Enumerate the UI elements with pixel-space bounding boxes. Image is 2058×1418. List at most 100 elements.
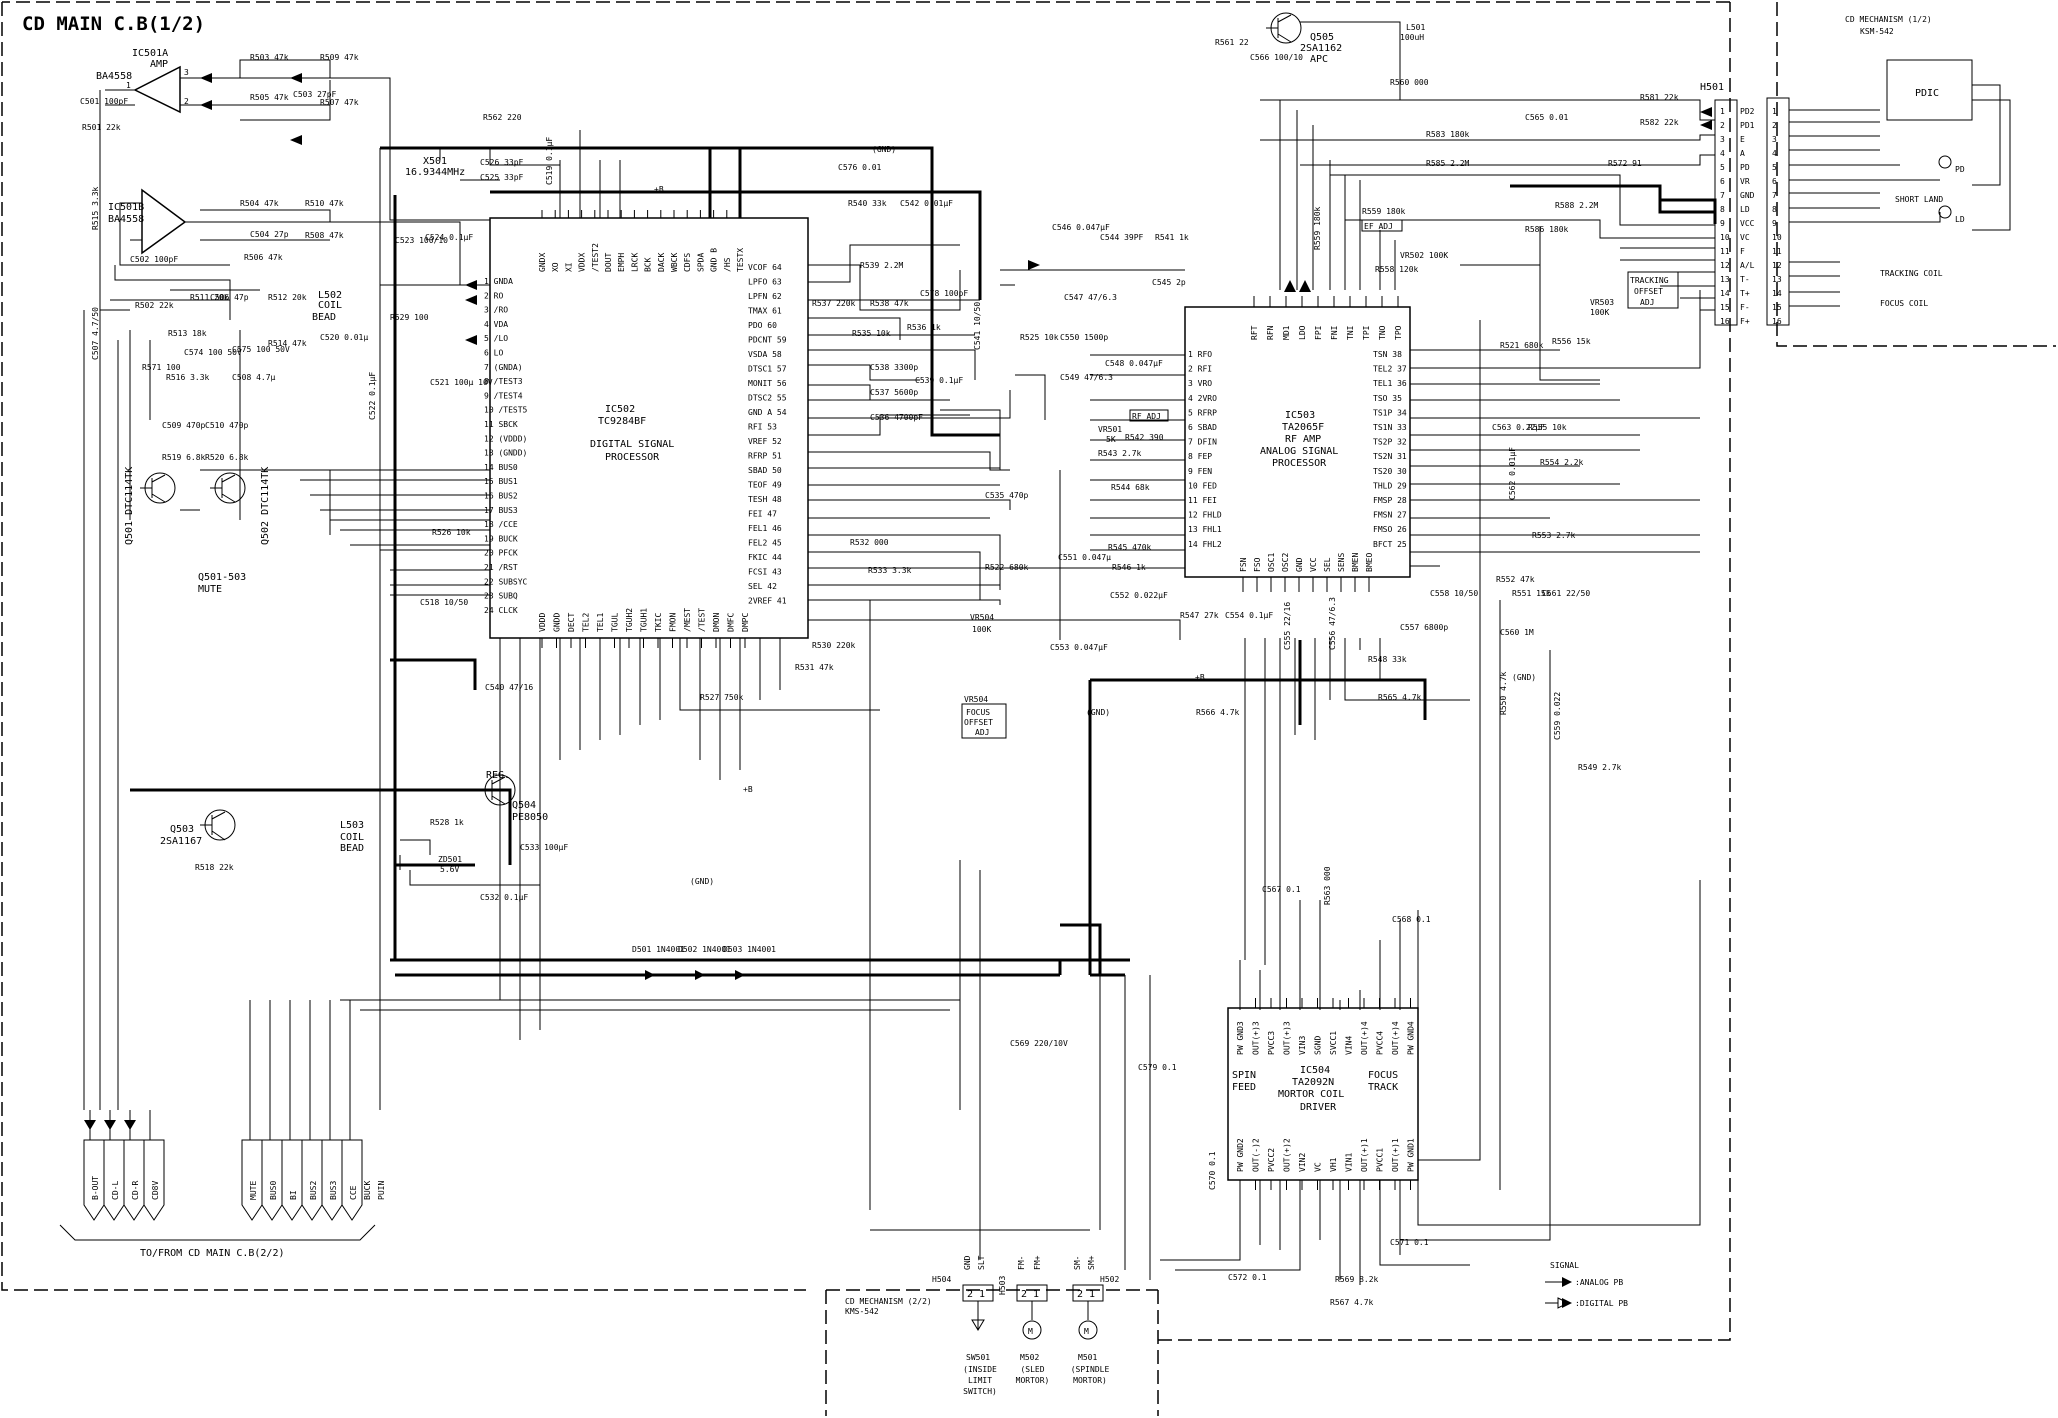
svg-text:D501 1N4001: D501 1N4001 [632, 945, 685, 954]
pin-label: PD1 [1740, 121, 1755, 130]
pin-label: LPFO 63 [748, 278, 782, 287]
svg-text:C566 100/10: C566 100/10 [1250, 53, 1303, 62]
x501-ref: X501 [423, 156, 447, 167]
pin-number: 14 [1720, 289, 1730, 298]
pin-label: THLD 29 [1373, 481, 1407, 490]
pin-label: SBAD 50 [748, 466, 782, 475]
pin-label: SENS [1337, 553, 1346, 572]
svg-text:PD: PD [1955, 165, 1965, 174]
pin-label: 13 FHL1 [1188, 525, 1222, 534]
ic503-ref: IC503 [1285, 410, 1315, 421]
pin-label: VIN3 [1298, 1036, 1307, 1055]
svg-text:BEAD: BEAD [340, 843, 364, 854]
ic502-ref: IC502 [605, 404, 635, 415]
pin-label: PW GND2 [1236, 1138, 1245, 1172]
ic501a-func: AMP [150, 59, 168, 70]
pin-label: A/L [1740, 261, 1755, 270]
svg-text:(GND): (GND) [1086, 708, 1110, 717]
pin-number: 6 [1720, 177, 1725, 186]
svg-text:R585 2.2M: R585 2.2M [1426, 159, 1470, 168]
ic503-desc3: PROCESSOR [1272, 458, 1327, 469]
svg-text:(GND): (GND) [690, 877, 714, 886]
pin-label: PW GND4 [1407, 1021, 1416, 1055]
q502: Q502 DTC114TK [210, 467, 271, 545]
q501: Q501 DTC114TK [124, 467, 176, 545]
pin-label: OUT(+)2 [1283, 1138, 1292, 1172]
pin-label: OSC2 [1281, 553, 1290, 572]
svg-text:SLT: SLT [977, 1255, 986, 1270]
svg-text:Q502 DTC114TK: Q502 DTC114TK [260, 467, 271, 545]
svg-text:C574 100 50V: C574 100 50V [184, 348, 242, 357]
svg-text:FOCUS: FOCUS [966, 708, 990, 717]
ic504-focus: FOCUS [1368, 1070, 1398, 1081]
pin-label: TEOF 49 [748, 481, 782, 490]
svg-text:CD MECHANISM (1/2): CD MECHANISM (1/2) [1845, 15, 1932, 24]
pin-label: TEL1 [596, 613, 605, 632]
svg-text:LD: LD [1955, 215, 1965, 224]
pin-label: XO [551, 262, 560, 272]
svg-text:CD8V: CD8V [151, 1181, 160, 1200]
ic504-desc2: DRIVER [1300, 1102, 1337, 1113]
svg-text:R581 22k: R581 22k [1640, 93, 1679, 102]
pin-label: BCK [644, 257, 653, 272]
pin-label: PVCC2 [1267, 1148, 1276, 1172]
svg-text:C550 1500p: C550 1500p [1060, 333, 1108, 342]
svg-text:C570 0.1: C570 0.1 [1208, 1151, 1217, 1190]
svg-text:2 1: 2 1 [1021, 1289, 1039, 1300]
pin-label: RFT [1250, 325, 1259, 340]
svg-text:R510 47k: R510 47k [305, 199, 344, 208]
svg-text:BUS2: BUS2 [309, 1181, 318, 1200]
svg-text:R583 180k: R583 180k [1426, 130, 1470, 139]
svg-text:R529 100: R529 100 [390, 313, 429, 322]
pin-label: 6 LO [484, 349, 503, 358]
svg-text:CD-L: CD-L [111, 1181, 120, 1200]
pin-label: F- [1740, 303, 1750, 312]
svg-text:R540 33k: R540 33k [848, 199, 887, 208]
mech2-border [825, 1289, 1159, 1416]
pin-label: PW GND3 [1236, 1021, 1245, 1055]
svg-text:R558 120k: R558 120k [1375, 265, 1419, 274]
svg-text:C525 33pF: C525 33pF [480, 173, 524, 182]
svg-text:R521 680k: R521 680k [1500, 341, 1544, 350]
pin-label: FSN [1239, 557, 1248, 572]
pin-label: 3 /RO [484, 306, 508, 315]
pin-label: FNI [1330, 325, 1339, 340]
svg-text:ZD501: ZD501 [438, 855, 462, 864]
pin-label: 14 FHL2 [1188, 540, 1222, 549]
pin-label: VH1 [1329, 1157, 1338, 1172]
pin-label: /TEST2 [591, 243, 600, 272]
pin-label: TSN 38 [1373, 350, 1402, 359]
svg-text:C510 470p: C510 470p [205, 421, 249, 430]
svg-text:1: 1 [126, 81, 131, 90]
pin-label: 7 DFIN [1188, 438, 1217, 447]
pin-number: 3 [1720, 135, 1725, 144]
svg-text:TRACKING COIL: TRACKING COIL [1880, 269, 1943, 278]
pin-label: SPDA [696, 253, 705, 272]
pin-label: VCC [1309, 557, 1318, 572]
pin-label: T+ [1740, 289, 1750, 298]
pin-label: RFN [1266, 325, 1275, 340]
pin-number: 11 [1772, 247, 1782, 256]
svg-text:R569 8.2k: R569 8.2k [1335, 1275, 1379, 1284]
pin-label: 4 2VRO [1188, 394, 1217, 403]
svg-text:R535 10k: R535 10k [852, 329, 891, 338]
pin-label: TGUH2 [625, 608, 634, 632]
svg-text:C540 47/16: C540 47/16 [485, 683, 533, 692]
pin-label: 10 /TEST5 [484, 406, 528, 415]
svg-text:5K: 5K [1106, 435, 1116, 444]
pin-label: TPI [1362, 325, 1371, 340]
pin-number: 10 [1720, 233, 1730, 242]
svg-text:C575 100 50V: C575 100 50V [232, 345, 290, 354]
svg-text:R532 000: R532 000 [850, 538, 889, 547]
pin-label: F [1740, 247, 1745, 256]
svg-text:R511 20k: R511 20k [190, 293, 229, 302]
q501-503-func: MUTE [198, 584, 222, 595]
pin-label: TEL2 [582, 613, 591, 632]
pin-number: 5 [1772, 163, 1777, 172]
svg-text:C578 100pF: C578 100pF [920, 289, 968, 298]
pin-label: GNDX [538, 253, 547, 272]
pin-label: 12 FHLD [1188, 511, 1222, 520]
